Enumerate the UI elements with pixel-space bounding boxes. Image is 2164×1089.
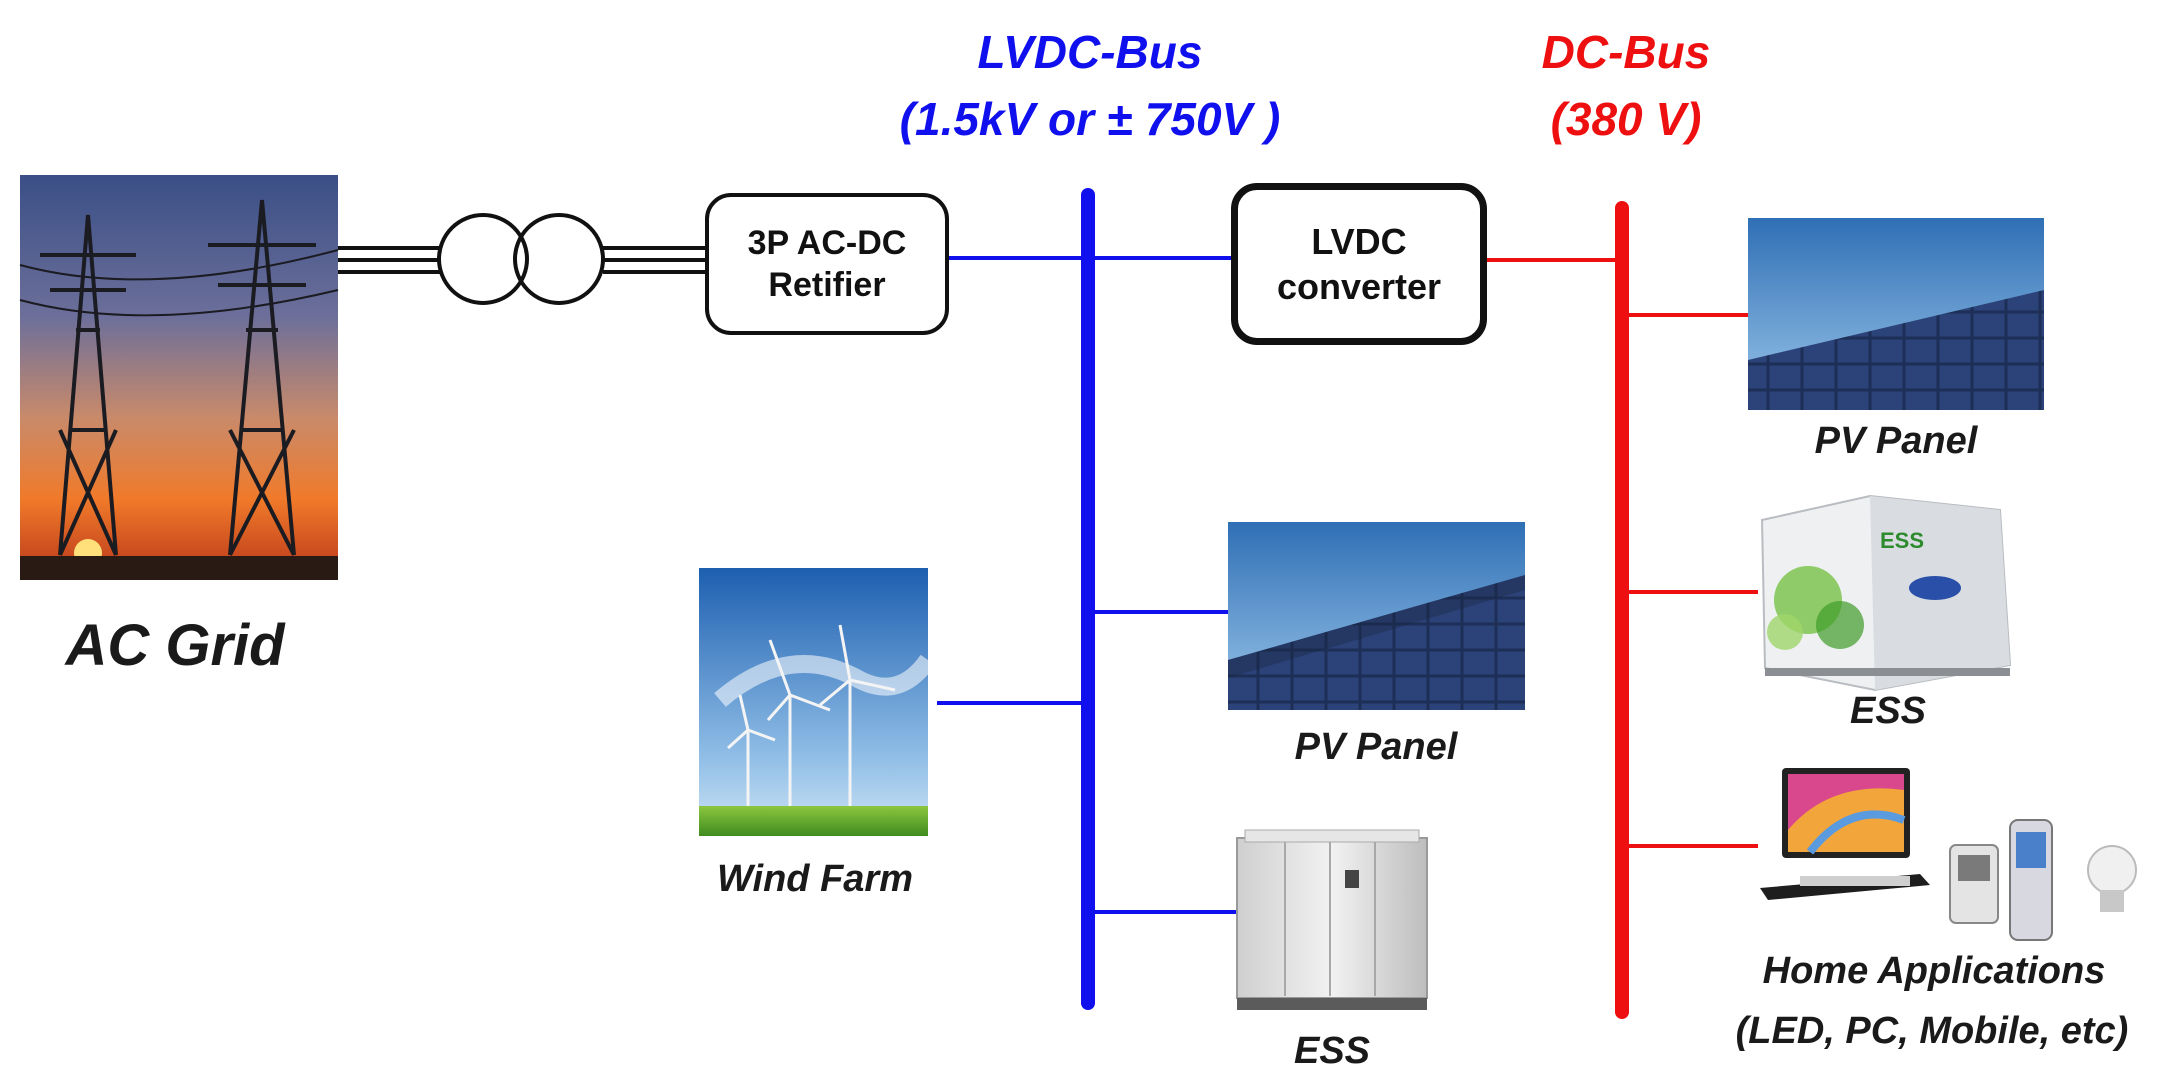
ess-cabinet-photo [1236,829,1428,1010]
rectifier-label-line2: Retifier [768,266,886,304]
transmission-tower-photo [19,175,339,580]
lvdc-ess-label: ESS [1293,1030,1371,1072]
ac-line-grid-transformer [338,246,440,274]
dc-pv-panel-label: PV Panel [1814,420,1978,462]
wind-turbine-photo [699,568,936,836]
home-applications-label: Home Applications [1762,950,2106,992]
home-applications-examples-label: (LED, PC, Mobile, etc) [1735,1010,2129,1052]
solar-panel-photo [1748,218,2044,410]
dc-bus-title: DC-Bus [1542,26,1711,78]
home-devices-photo [1760,768,2137,941]
lvdc-converter-label-line2: converter [1276,266,1442,307]
solar-panel-photo [1228,522,1525,710]
lvdc-bus-feeders [937,256,1237,914]
dc-bus-feeders [1478,258,1758,848]
dc-bus-voltage: (380 V) [1551,93,1702,145]
lvdc-converter-box: LVDC converter [1231,183,1487,345]
ess-container-photo: ESS [1760,494,2012,692]
dc-ess-label: ESS [1849,690,1927,732]
lvdc-converter-label-line1: LVDC [1311,221,1407,262]
lvdc-pv-panel-label: PV Panel [1294,726,1458,768]
svg-text:ESS: ESS [1880,528,1924,553]
lvdc-bus-voltage: (1.5kV or ± 750V ) [900,93,1281,145]
ac-line-transformer-rectifier [603,246,705,274]
ac-grid-label: AC Grid [65,613,285,678]
rectifier-box: 3P AC-DC Retifier [705,193,949,335]
lvdc-bus-title: LVDC-Bus [978,26,1203,78]
rectifier-label-line1: 3P AC-DC [747,223,907,262]
transformer-icon [437,213,605,305]
wind-farm-label: Wind Farm [717,858,913,900]
